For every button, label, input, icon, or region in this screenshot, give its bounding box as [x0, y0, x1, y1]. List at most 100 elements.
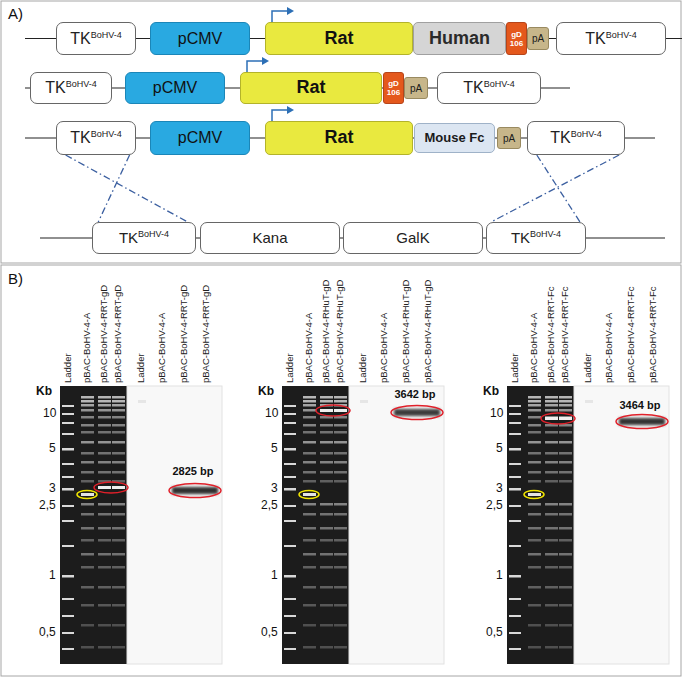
part-superscript: BoHV-4 [91, 30, 122, 40]
dna-backbone [25, 39, 682, 239]
lane-label: pBAC-BoHV-4-RHuT-gD [321, 280, 332, 383]
gel-image [282, 386, 444, 664]
promoter-box: pCMV [150, 121, 250, 155]
fc-tag-box: Mouse Fc [414, 123, 495, 153]
panel-frame [1, 265, 681, 676]
text-group: gD 106 [385, 79, 402, 97]
polya-box: pA [497, 127, 521, 149]
gel-band [320, 409, 333, 412]
size-marker: 2,5 [39, 499, 56, 513]
tag-box: gD 106 [506, 22, 527, 55]
text-group: Human [429, 29, 490, 49]
homology-arm-box: TKBoHV-4 [30, 72, 112, 104]
polya-box: pA [527, 27, 549, 50]
axis-unit: Kb [36, 385, 52, 399]
lane-label: pBAC-BoHV-4-A [379, 313, 390, 383]
size-marker: 0,5 [39, 626, 56, 640]
part-name: Mouse Fc [425, 130, 485, 145]
size-marker: 0,5 [261, 626, 278, 640]
gel-band [98, 486, 111, 489]
part-name: TK [70, 129, 90, 146]
promoter-arrow [247, 61, 262, 72]
lane-label: pBAC-BoHV-4-A [304, 313, 315, 383]
part-name: pCMV [178, 129, 222, 146]
lane-label: Ladder [583, 353, 594, 383]
lane-label: pBAC-BoHV-4-RRT-Fc [560, 287, 571, 383]
size-marker: 5 [496, 442, 503, 456]
part-superscript: BoHV-4 [530, 229, 561, 239]
lane-label: pBAC-BoHV-4-RRT-Fc [648, 287, 659, 383]
size-marker: 10 [490, 407, 503, 421]
lane-label: pBAC-BoHV-4-RRT-gD [99, 285, 110, 383]
size-marker: 0,5 [486, 626, 503, 640]
polya-box: pA [404, 77, 428, 99]
part-superscript: BoHV-4 [66, 79, 97, 89]
gel-band [545, 417, 558, 420]
lane-label: Ladder [285, 353, 296, 383]
part-name: gD 106 [510, 30, 523, 48]
cassette-box: TKBoHV-4 [486, 222, 586, 254]
blot-band [172, 487, 218, 494]
part-superscript: BoHV-4 [571, 129, 602, 139]
highlight-ellipse [616, 415, 668, 429]
lane-label: pBAC-BoHV-4-A [604, 313, 615, 383]
part-name: TK [45, 79, 65, 96]
homology-arm-box: TKBoHV-4 [556, 22, 666, 55]
panel-letter: A) [8, 5, 23, 22]
lane-label: Ladder [63, 353, 74, 383]
part-name: TK [119, 229, 138, 246]
lane-label: pBAC-BoHV-4-A [529, 313, 540, 383]
lane-label: Ladder [358, 353, 369, 383]
panel-frame [1, 1, 681, 263]
part-superscript: BoHV-4 [138, 229, 169, 239]
text-group: TKBoHV-4 [463, 79, 514, 97]
size-marker: 1 [49, 569, 56, 583]
highlight-ellipse [169, 484, 221, 498]
lane-label: pBAC-BoHV-4-RHuT-gD [423, 280, 434, 383]
cassette-box: TKBoHV-4 [92, 222, 196, 254]
panel-letter: B) [8, 270, 23, 287]
gel-image [507, 386, 669, 664]
lane-label: pBAC-BoHV-4-RRT-gD [179, 285, 190, 383]
lane-label: Ladder [136, 353, 147, 383]
size-marker: 2,5 [261, 499, 278, 513]
lane-label: pBAC-BoHV-4-RRT-gD [201, 285, 212, 383]
part-name: TK [70, 30, 90, 47]
part-name: Kana [252, 229, 287, 246]
homology-arm-box: TKBoHV-4 [437, 72, 541, 104]
lane-label: pBAC-BoHV-4-RRT-Fc [546, 287, 557, 383]
part-superscript: BoHV-4 [606, 30, 637, 40]
gene-box: Rat [240, 72, 382, 104]
highlight-ellipse [94, 482, 128, 493]
part-name: pCMV [178, 30, 222, 47]
lane-label: pBAC-BoHV-4-RRT-gD [113, 285, 124, 383]
homology-arm-box: TKBoHV-4 [527, 121, 625, 155]
gene-box: Rat [265, 121, 413, 155]
part-superscript: BoHV-4 [91, 129, 122, 139]
part-name: pA [503, 133, 515, 144]
part-name: Human [429, 28, 490, 48]
promoter-box: pCMV [125, 72, 225, 104]
part-name: pA [532, 33, 544, 44]
cassette-box: Kana [200, 222, 340, 254]
gel-image [60, 386, 222, 664]
lane-label: Ladder [510, 353, 521, 383]
size-marker: 5 [271, 442, 278, 456]
size-marker: 10 [265, 407, 278, 421]
text-group: pCMV [178, 30, 222, 48]
text-group: pCMV [178, 129, 222, 147]
blot-band [394, 409, 440, 416]
part-name: TK [585, 30, 605, 47]
part-name: TK [511, 229, 530, 246]
text-group: Rat [296, 78, 325, 98]
text-group: Rat [324, 128, 353, 148]
part-superscript: BoHV-4 [484, 79, 515, 89]
size-marker: 3 [49, 482, 56, 496]
size-marker: 5 [49, 442, 56, 456]
size-marker: 1 [496, 569, 503, 583]
part-name: GalK [396, 229, 429, 246]
highlight-ellipse [316, 405, 350, 416]
gel-panel [282, 386, 444, 664]
